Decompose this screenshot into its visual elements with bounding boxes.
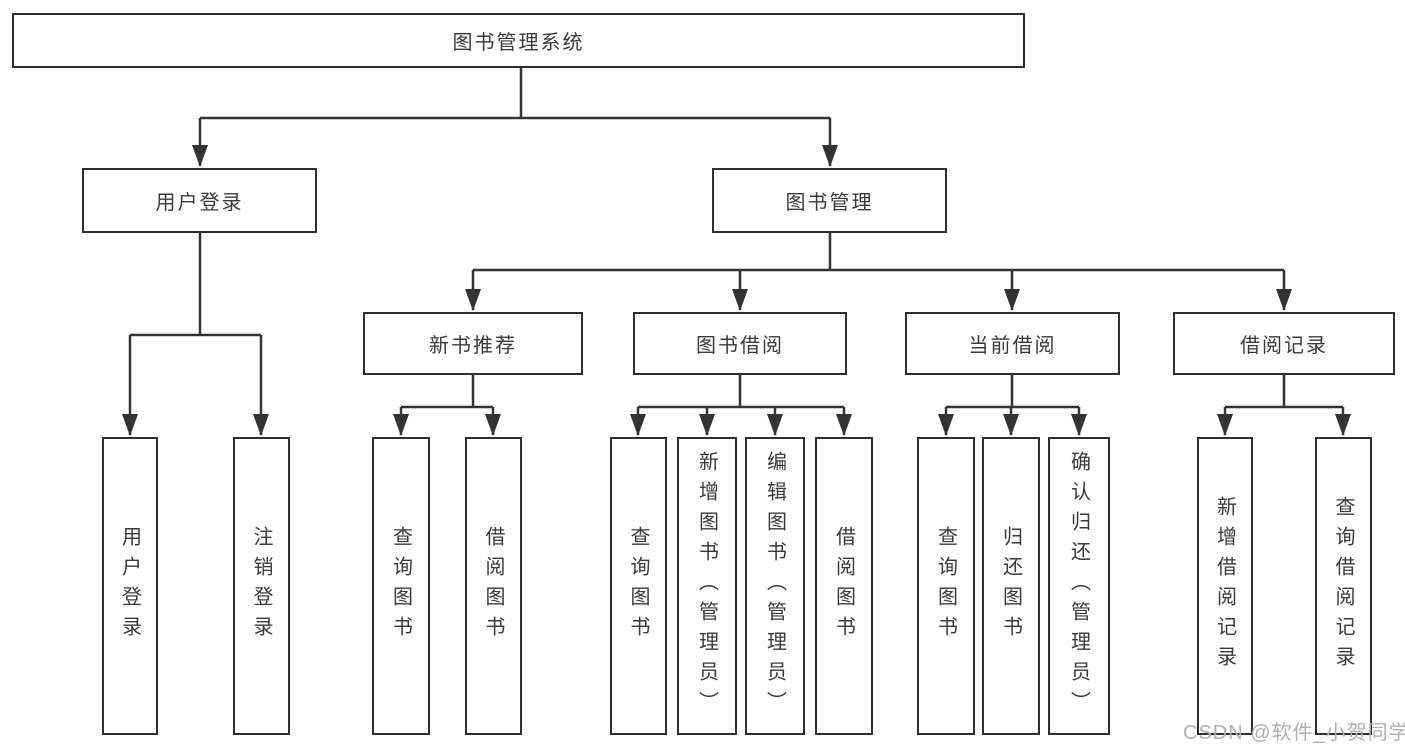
- node-leaf-query-record-label: 查询借阅记录: [1332, 496, 1354, 676]
- node-user-login: 用户登录: [82, 168, 317, 233]
- node-leaf-borrow-book-b: 借阅图书: [815, 437, 873, 735]
- node-book-borrow-label: 图书借阅: [696, 335, 784, 357]
- node-leaf-user-login: 用户登录: [102, 437, 158, 735]
- node-leaf-add-book-label: 新增图书（管理员）: [695, 451, 718, 721]
- node-borrow-record-label: 借阅记录: [1240, 335, 1328, 357]
- node-leaf-query-book-c: 查询图书: [917, 437, 975, 735]
- node-new-book-rec-label: 新书推荐: [429, 335, 517, 357]
- node-leaf-user-login-label: 用户登录: [118, 526, 141, 646]
- node-current-borrow-label: 当前借阅: [968, 335, 1057, 357]
- user-login-children-connectors: [122, 233, 269, 436]
- node-book-borrow: 图书借阅: [633, 312, 847, 375]
- new-book-children-connectors: [393, 375, 501, 436]
- root-to-level2-connectors: [192, 68, 838, 167]
- csdn-watermark: CSDN @软件_小贺同学: [1183, 722, 1405, 744]
- node-leaf-borrow-book-a: 借阅图书: [465, 437, 522, 735]
- book-borrow-children-connectors: [630, 375, 852, 436]
- node-leaf-query-book-a: 查询图书: [372, 437, 430, 735]
- node-leaf-query-book-b-label: 查询图书: [627, 526, 649, 646]
- node-leaf-edit-book: 编辑图书（管理员）: [745, 437, 805, 735]
- node-leaf-logout: 注销登录: [233, 437, 290, 735]
- book-mgmt-children-connectors: [465, 233, 1292, 311]
- node-root: 图书管理系统: [12, 13, 1025, 68]
- node-leaf-return-book: 归还图书: [982, 437, 1040, 735]
- node-leaf-borrow-book-a-label: 借阅图书: [482, 526, 504, 646]
- node-leaf-edit-book-label: 编辑图书（管理员）: [763, 451, 786, 721]
- node-leaf-query-book-c-label: 查询图书: [934, 526, 957, 646]
- node-book-mgmt: 图书管理: [712, 168, 947, 233]
- current-borrow-children-connectors: [938, 375, 1087, 436]
- node-leaf-borrow-book-b-label: 借阅图书: [832, 526, 855, 646]
- borrow-record-children-connectors: [1217, 375, 1351, 436]
- node-leaf-query-record: 查询借阅记录: [1315, 437, 1372, 735]
- node-leaf-query-book-b: 查询图书: [610, 437, 667, 735]
- node-borrow-record: 借阅记录: [1173, 312, 1395, 375]
- node-leaf-add-record-label: 新增借阅记录: [1213, 496, 1236, 676]
- node-book-mgmt-label: 图书管理: [785, 192, 874, 214]
- node-leaf-confirm-return: 确认归还（管理员）: [1048, 437, 1110, 735]
- node-leaf-confirm-return-label: 确认归还（管理员）: [1067, 451, 1090, 721]
- node-leaf-add-record: 新增借阅记录: [1197, 437, 1253, 735]
- node-leaf-add-book: 新增图书（管理员）: [677, 437, 737, 735]
- node-leaf-query-book-a-label: 查询图书: [389, 526, 412, 646]
- node-root-label: 图书管理系统: [452, 32, 585, 54]
- node-user-login-label: 用户登录: [155, 192, 244, 214]
- node-leaf-logout-label: 注销登录: [250, 526, 272, 646]
- node-leaf-return-book-label: 归还图书: [999, 526, 1022, 646]
- node-current-borrow: 当前借阅: [905, 312, 1120, 375]
- node-new-book-rec: 新书推荐: [363, 312, 583, 375]
